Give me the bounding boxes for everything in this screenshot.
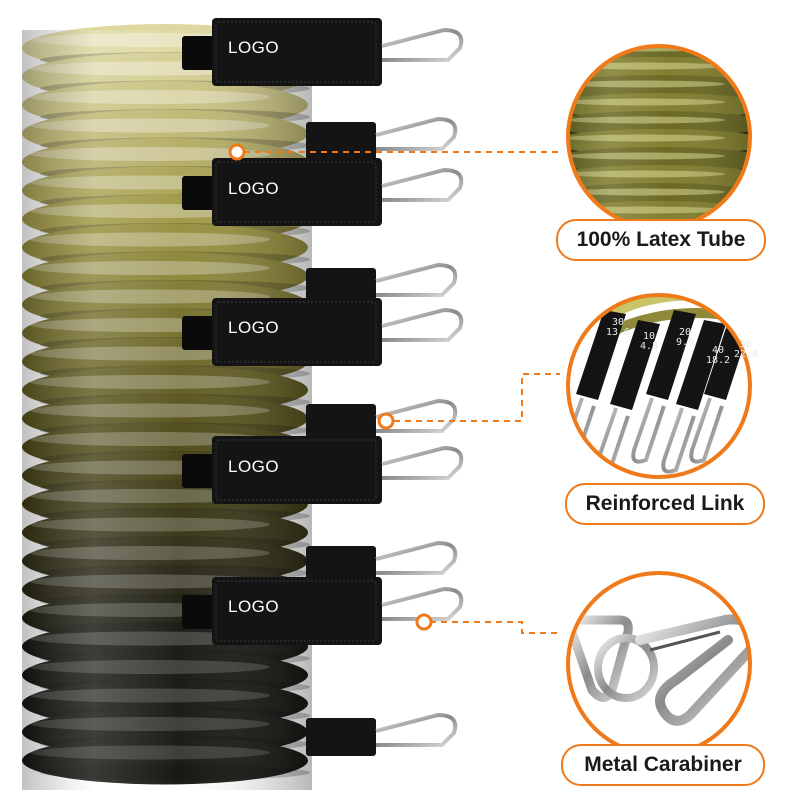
carabiner-ring-icon [594, 634, 658, 702]
strap-logo-1: LOGO [228, 38, 280, 57]
carabiner-icon [381, 445, 464, 480]
detail-circle-metal-carabiner [566, 571, 752, 757]
strap-handle [306, 718, 376, 756]
strap-logo-2: LOGO [228, 179, 280, 198]
callout-line-carabiner [430, 621, 560, 634]
detail-circle-latex-tube [566, 44, 752, 230]
callout-lines [244, 151, 560, 634]
strap-handle [306, 404, 376, 442]
callout-label-reinforced-link: Reinforced Link [565, 483, 765, 525]
callout-line-link [394, 373, 560, 422]
callout-dot-latex [228, 143, 246, 161]
carabiner-icon [375, 398, 458, 433]
strap-handle [182, 298, 382, 366]
strap-logo-3: LOGO [228, 318, 280, 337]
carabiner-icon [375, 540, 458, 575]
detail-circle-reinforced-link [566, 293, 752, 479]
strap-logo-4: LOGO [228, 457, 280, 476]
carabiner-icon [375, 262, 458, 297]
carabiner-icon [381, 27, 464, 62]
callout-dot-link [377, 412, 395, 430]
strap-handle [182, 158, 382, 226]
strap-handle [182, 577, 382, 645]
carabiner-icon [375, 116, 458, 151]
carabiner-straps [182, 18, 464, 756]
strap-handle [306, 546, 376, 584]
callout-label-latex-tube: 100% Latex Tube [556, 219, 766, 261]
callout-label-metal-carabiner: Metal Carabiner [561, 744, 765, 786]
carabiner-icon [381, 167, 464, 202]
strap-handle [306, 268, 376, 306]
strap-handle [306, 122, 376, 160]
strap-handle [182, 18, 382, 86]
callout-dot-carabiner [415, 613, 433, 631]
strap-handle [182, 436, 382, 504]
carabiner-icon [375, 712, 458, 747]
tube-stack-shading [22, 30, 312, 790]
strap-logo-5: LOGO [228, 597, 280, 616]
carabiner-icon [381, 586, 464, 621]
carabiner-icon [381, 307, 464, 342]
